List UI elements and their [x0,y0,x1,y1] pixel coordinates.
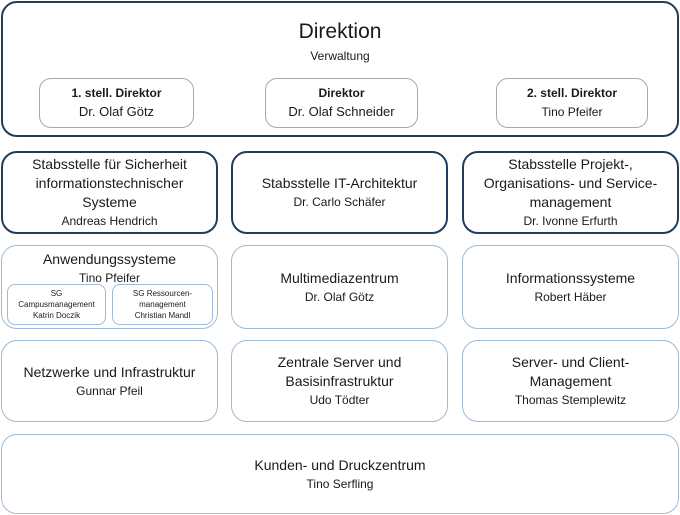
direktion-title: Direktion [298,20,382,43]
staff-project-person: Dr. Ivonne Erfurth [523,214,618,228]
direktion-subtitle: Verwaltung [310,49,370,63]
unit-zentrale-server-title: Zentrale Server und Basisinfrastruktur [277,354,402,389]
unit-kunden-person: Tino Serfling [306,476,374,491]
subgroup-ressourcenmanagement-line2: management [139,300,186,309]
deputy-director-2-role: 2. stell. Direktor [526,86,618,100]
unit-informationssysteme-person: Robert Häber [534,289,607,304]
deputy-director-1-role: 1. stell. Direktor [71,86,162,100]
subgroup-ressourcenmanagement-person: Christian Mandl [134,311,191,320]
staff-security-person: Andreas Hendrich [61,214,158,228]
deputy-director-2-box: 2. stell. Direktor Tino Pfeifer [496,78,648,128]
deputy-director-1-name: Dr. Olaf Götz [78,104,155,119]
unit-anwendungssysteme-person: Tino Pfeifer [79,271,140,285]
director-box: Direktor Dr. Olaf Schneider [265,78,418,128]
staff-architecture-title: Stabsstelle IT-Architektur [261,175,418,191]
unit-multimedia-box: Multimediazentrum Dr. Olaf Götz [231,245,448,329]
unit-multimedia-title: Multimediazentrum [280,269,399,286]
unit-netzwerke-person: Gunnar Pfeil [76,383,143,398]
subgroup-ressourcenmanagement-box: SG Ressourcen- management Christian Mand… [112,284,213,325]
unit-multimedia-person: Dr. Olaf Götz [304,289,375,304]
unit-client-management-title: Server- und Client-Management [511,354,630,389]
unit-kunden-box: Kunden- und Druckzentrum Tino Serfling [1,434,679,514]
subgroup-campusmanagement-line2: Campusmanagement [18,300,95,309]
director-role: Direktor [318,86,365,100]
deputy-director-1-box: 1. stell. Direktor Dr. Olaf Götz [39,78,194,128]
subgroup-campusmanagement-box: SG Campusmanagement Katrin Doczik [7,284,106,325]
staff-project-title: Stabsstelle Projekt-, Organisations- und… [483,156,658,210]
staff-architecture-box: Stabsstelle IT-Architektur Dr. Carlo Sch… [231,151,448,234]
subgroup-campusmanagement-line1: SG [50,289,63,298]
unit-informationssysteme-box: Informationssysteme Robert Häber [462,245,679,329]
unit-zentrale-server-person: Udo Tödter [309,393,370,407]
unit-client-management-person: Thomas Stemplewitz [514,393,627,407]
unit-informationssysteme-title: Informationssysteme [505,269,636,286]
director-name: Dr. Olaf Schneider [288,104,395,119]
staff-security-title: Stabsstelle für Sicherheit informationst… [32,156,187,210]
staff-project-box: Stabsstelle Projekt-, Organisations- und… [462,151,679,234]
unit-zentrale-server-box: Zentrale Server und Basisinfrastruktur U… [231,340,448,422]
unit-kunden-title: Kunden- und Druckzentrum [254,456,426,473]
unit-anwendungssysteme-title: Anwendungssysteme [42,251,177,267]
unit-netzwerke-box: Netzwerke und Infrastruktur Gunnar Pfeil [1,340,218,422]
unit-client-management-box: Server- und Client-Management Thomas Ste… [462,340,679,422]
subgroup-ressourcenmanagement-line1: SG Ressourcen- [132,289,193,298]
staff-architecture-person: Dr. Carlo Schäfer [293,195,386,209]
staff-security-box: Stabsstelle für Sicherheit informationst… [1,151,218,234]
deputy-director-2-name: Tino Pfeifer [541,105,603,119]
unit-netzwerke-title: Netzwerke und Infrastruktur [23,363,196,380]
subgroup-campusmanagement-person: Katrin Doczik [32,311,81,320]
